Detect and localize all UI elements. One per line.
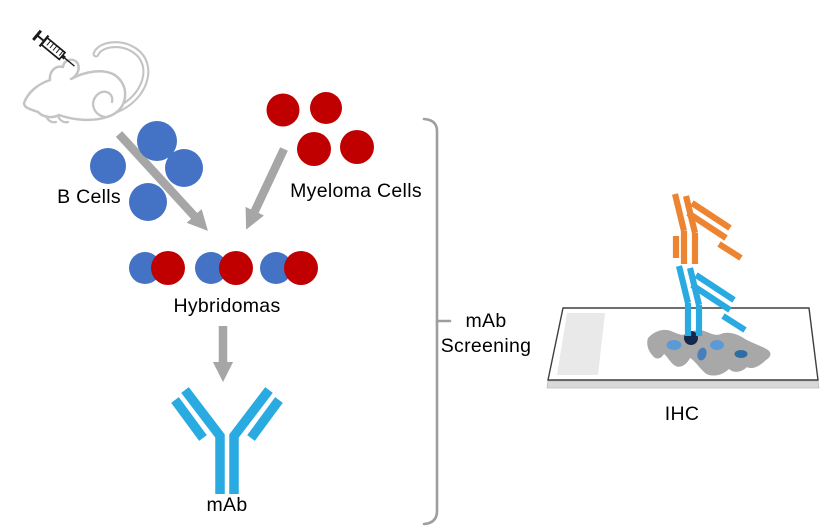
heavy-chain-right bbox=[229, 387, 273, 494]
secondary-antibody-icon bbox=[671, 193, 743, 264]
hybridoma-cluster-icon bbox=[129, 251, 318, 285]
mab-antibody-icon bbox=[171, 387, 283, 494]
cell-nucleus bbox=[710, 340, 724, 350]
myeloma-cells-label: Myeloma Cells bbox=[290, 180, 422, 202]
myeloma-cell bbox=[310, 92, 342, 124]
myeloma-cell bbox=[340, 130, 374, 164]
b-cell bbox=[137, 121, 177, 161]
hybridoma-b-half bbox=[195, 252, 227, 284]
screening-label-line1: mAb bbox=[466, 310, 507, 332]
arrow-myeloma-to-hybridomas bbox=[245, 147, 288, 230]
syringe-icon bbox=[32, 29, 75, 67]
b-cell bbox=[165, 149, 203, 187]
myeloma-cell bbox=[266, 93, 300, 127]
hybridomas-label: Hybridomas bbox=[173, 295, 280, 317]
hybridoma-m-half bbox=[284, 251, 318, 285]
b-cell bbox=[129, 183, 167, 221]
myeloma-cell-cluster-icon bbox=[266, 92, 374, 166]
mouse-icon bbox=[22, 41, 150, 124]
ihc-label: IHC bbox=[665, 403, 699, 425]
b-cell-cluster-icon bbox=[90, 121, 203, 221]
light-chain-left bbox=[171, 397, 207, 441]
hybridoma-m-half bbox=[151, 251, 185, 285]
mab-label: mAb bbox=[207, 494, 248, 516]
screening-bracket-icon bbox=[422, 117, 452, 526]
b-cell bbox=[90, 148, 126, 184]
light-chain-right bbox=[247, 397, 283, 441]
hybridoma-m-half bbox=[219, 251, 253, 285]
heavy-chain-left bbox=[181, 387, 225, 494]
myeloma-cell bbox=[297, 132, 331, 166]
hybridoma-b-half bbox=[260, 252, 292, 284]
arrow-b-cells-to-hybridomas bbox=[115, 131, 208, 231]
screening-label-line2: Screening bbox=[441, 335, 532, 357]
cell-nucleus bbox=[697, 347, 707, 361]
b-cells-label: B Cells bbox=[57, 186, 121, 208]
cell-nucleus bbox=[734, 350, 748, 358]
cell-nucleus bbox=[666, 340, 682, 350]
primary-antibody-icon bbox=[675, 265, 747, 336]
